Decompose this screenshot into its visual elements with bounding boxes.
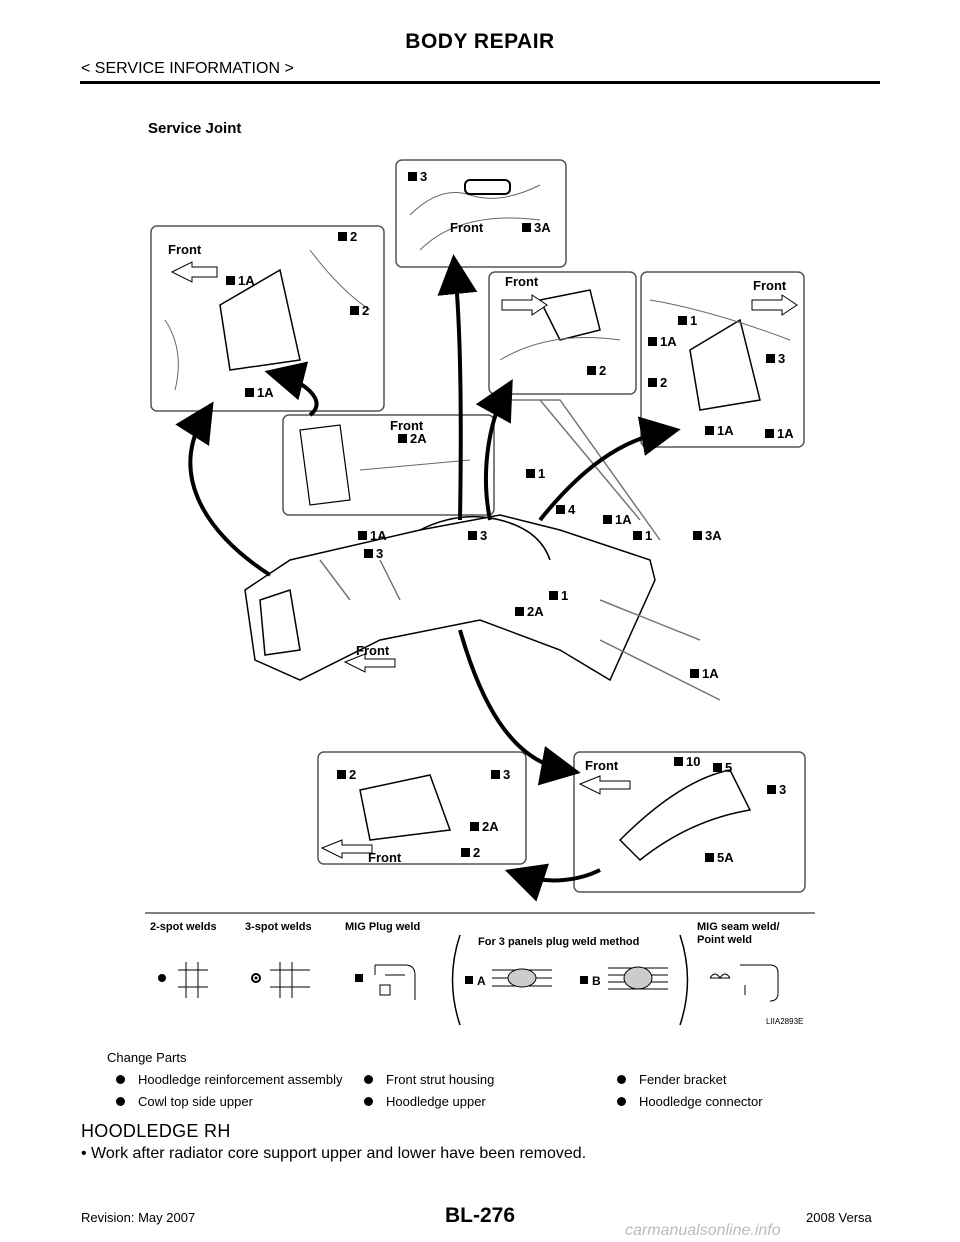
svg-text:3: 3 — [420, 169, 427, 184]
svg-text:1A: 1A — [257, 385, 274, 400]
svg-text:MIG Plug weld: MIG Plug weld — [345, 921, 420, 933]
change-part-item: Fender bracket — [617, 1072, 726, 1087]
change-part-item: Hoodledge connector — [617, 1094, 763, 1109]
svg-text:Front: Front — [753, 278, 787, 293]
svg-text:1: 1 — [538, 466, 545, 481]
inset-panel-lower-left — [317, 751, 527, 865]
svg-text:1: 1 — [561, 588, 568, 603]
svg-text:1A: 1A — [615, 512, 632, 527]
svg-text:1A: 1A — [370, 528, 387, 543]
bullet-dot-icon — [364, 1075, 373, 1084]
svg-text:2: 2 — [350, 229, 357, 244]
svg-text:1A: 1A — [777, 426, 794, 441]
svg-text:2: 2 — [473, 845, 480, 860]
svg-text:3: 3 — [376, 546, 383, 561]
svg-text:MIG seam weld/: MIG seam weld/ — [697, 921, 780, 933]
svg-text:A: A — [477, 974, 486, 988]
weld-callouts: 3 3A 2 1A 2 1A 2 1 1A 3 2 1A 1A 2A 1 4 1… — [226, 169, 794, 865]
svg-text:2: 2 — [660, 375, 667, 390]
section-heading: HOODLEDGE RH — [81, 1121, 231, 1141]
svg-text:2: 2 — [349, 767, 356, 782]
svg-text:1A: 1A — [238, 273, 255, 288]
svg-text:B: B — [592, 974, 601, 988]
inset-panel-upper-center — [488, 271, 637, 395]
svg-text:2: 2 — [362, 303, 369, 318]
inset-panel-lower-right — [573, 751, 806, 893]
svg-text:1A: 1A — [660, 334, 677, 349]
figure-title: Service Joint — [148, 120, 242, 137]
bullet-dot-icon — [116, 1075, 125, 1084]
svg-text:3-spot welds: 3-spot welds — [245, 921, 312, 933]
inset-panel-top — [395, 159, 567, 268]
bullet-dot-icon — [364, 1097, 373, 1106]
change-part-item: Hoodledge upper — [364, 1094, 486, 1109]
svg-text:2: 2 — [599, 363, 606, 378]
svg-text:1: 1 — [690, 313, 697, 328]
svg-text:Front: Front — [585, 758, 619, 773]
svg-text:2A: 2A — [410, 431, 427, 446]
svg-text:3: 3 — [503, 767, 510, 782]
svg-text:Front: Front — [450, 220, 484, 235]
bullet-dot-icon — [617, 1097, 626, 1106]
svg-text:1A: 1A — [717, 423, 734, 438]
section-bullet: • Work after radiator core support upper… — [81, 1145, 587, 1162]
svg-text:2-spot welds: 2-spot welds — [150, 921, 217, 933]
main-body-drawing — [244, 399, 721, 701]
svg-text:3A: 3A — [534, 220, 551, 235]
bullet-dot-icon — [116, 1097, 125, 1106]
svg-text:Front: Front — [390, 418, 424, 433]
svg-text:3: 3 — [779, 782, 786, 797]
footer-page-number: BL-276 — [444, 1204, 516, 1227]
watermark: carmanualsonline.info — [625, 1222, 781, 1239]
inset-panel-middle — [282, 414, 495, 516]
footer-model: 2008 Versa — [806, 1210, 872, 1225]
change-part-item: Cowl top side upper — [116, 1094, 253, 1109]
svg-text:For 3 panels plug weld method: For 3 panels plug weld method — [478, 936, 639, 948]
change-parts-heading: Change Parts — [107, 1050, 187, 1065]
svg-text:2A: 2A — [527, 604, 544, 619]
svg-text:3: 3 — [778, 351, 785, 366]
header-rule — [80, 81, 880, 84]
svg-text:Front: Front — [368, 850, 402, 865]
inset-panel-upper-right — [640, 271, 805, 448]
svg-text:2A: 2A — [482, 819, 499, 834]
page-subtitle: < SERVICE INFORMATION > — [81, 60, 294, 77]
figure-code: LIIA2893E — [766, 1017, 804, 1026]
svg-text:Front: Front — [168, 242, 202, 257]
svg-text:3: 3 — [480, 528, 487, 543]
svg-text:1A: 1A — [702, 666, 719, 681]
svg-text:5: 5 — [725, 760, 732, 775]
svg-text:10: 10 — [686, 754, 700, 769]
footer-revision: Revision: May 2007 — [81, 1210, 196, 1225]
front-labels: Front Front Front Front Front Front Fron… — [168, 220, 798, 865]
change-part-item: Front strut housing — [364, 1072, 494, 1087]
curved-arrows — [175, 254, 681, 902]
weld-legend: 2-spot welds 3-spot welds MIG Plug weld … — [145, 912, 815, 1026]
svg-text:1: 1 — [645, 528, 652, 543]
svg-text:4: 4 — [568, 502, 576, 517]
bullet-dot-icon — [617, 1075, 626, 1084]
svg-text:3A: 3A — [705, 528, 722, 543]
change-part-item: Hoodledge reinforcement assembly — [116, 1072, 343, 1087]
svg-text:Front: Front — [505, 274, 539, 289]
svg-text:5A: 5A — [717, 850, 734, 865]
svg-text:Point weld: Point weld — [697, 934, 752, 946]
page-title: BODY REPAIR — [405, 30, 555, 53]
